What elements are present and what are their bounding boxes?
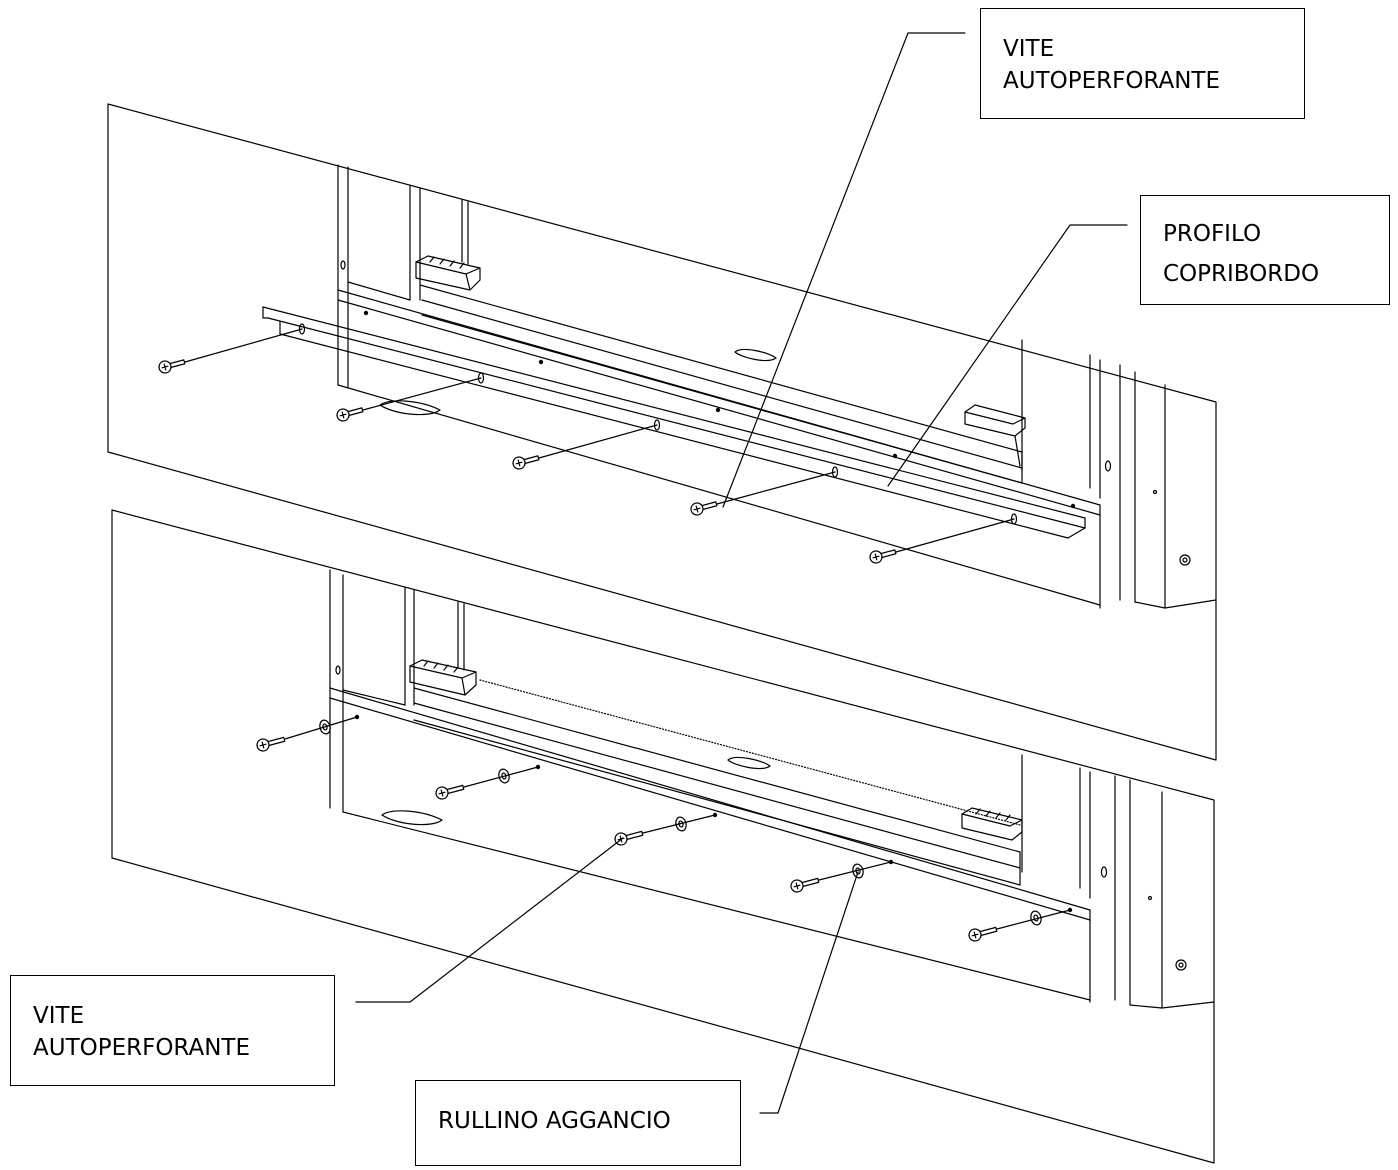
callout-line-1: RULLINO AGGANCIO [438, 1108, 671, 1134]
callout-top-self-drilling-screw: VITE AUTOPERFORANTE [980, 8, 1305, 119]
bottom-right-frame [1021, 754, 1215, 1009]
bottom-hook-rollers [319, 719, 1042, 926]
leader-profile [887, 224, 1128, 487]
top-holes [363, 310, 1076, 509]
callout-line-2: AUTOPERFORANTE [1003, 68, 1221, 94]
top-assembly-view [107, 103, 1217, 761]
top-connector-left [415, 255, 481, 291]
bottom-rail [329, 687, 1091, 1003]
top-connector-right [964, 404, 1026, 467]
top-right-frame [1021, 339, 1217, 609]
top-bottom-rail [337, 289, 1101, 609]
leader-bottom-screw [355, 837, 624, 1003]
bottom-holes [354, 714, 1073, 913]
bottom-track [413, 679, 1021, 886]
top-track [419, 284, 1023, 484]
callout-line-1: VITE [1003, 36, 1055, 62]
leader-top-screw [722, 32, 966, 508]
bottom-connector-right [961, 807, 1023, 841]
callout-hook-roller: RULLINO AGGANCIO [415, 1080, 741, 1166]
callout-line-2: AUTOPERFORANTE [33, 1035, 251, 1061]
top-left-frame [337, 164, 469, 389]
callout-bottom-self-drilling-screw: VITE AUTOPERFORANTE [10, 975, 335, 1086]
callout-line-1: VITE [33, 1003, 85, 1029]
top-screw-axes [184, 328, 1015, 553]
top-edge-cover-profile [262, 306, 1086, 539]
bottom-screw-axes [284, 716, 1071, 930]
bottom-left-frame [329, 569, 465, 813]
leader-roller [759, 871, 859, 1114]
bottom-assembly-view [111, 509, 1215, 1164]
leader-lines [355, 32, 1128, 1114]
bottom-self-drilling-screws [256, 736, 998, 942]
callout-edge-cover-profile: PROFILO COPRIBORDO [1140, 195, 1390, 305]
bottom-connector-left [409, 659, 477, 696]
top-panel-outline [107, 103, 1217, 761]
bottom-roller-shape [381, 810, 443, 826]
callout-line-2: COPRIBORDO [1163, 261, 1320, 287]
bottom-panel-outline [111, 509, 1215, 1164]
callout-line-1: PROFILO [1163, 221, 1262, 247]
top-self-drilling-screws [158, 359, 897, 564]
